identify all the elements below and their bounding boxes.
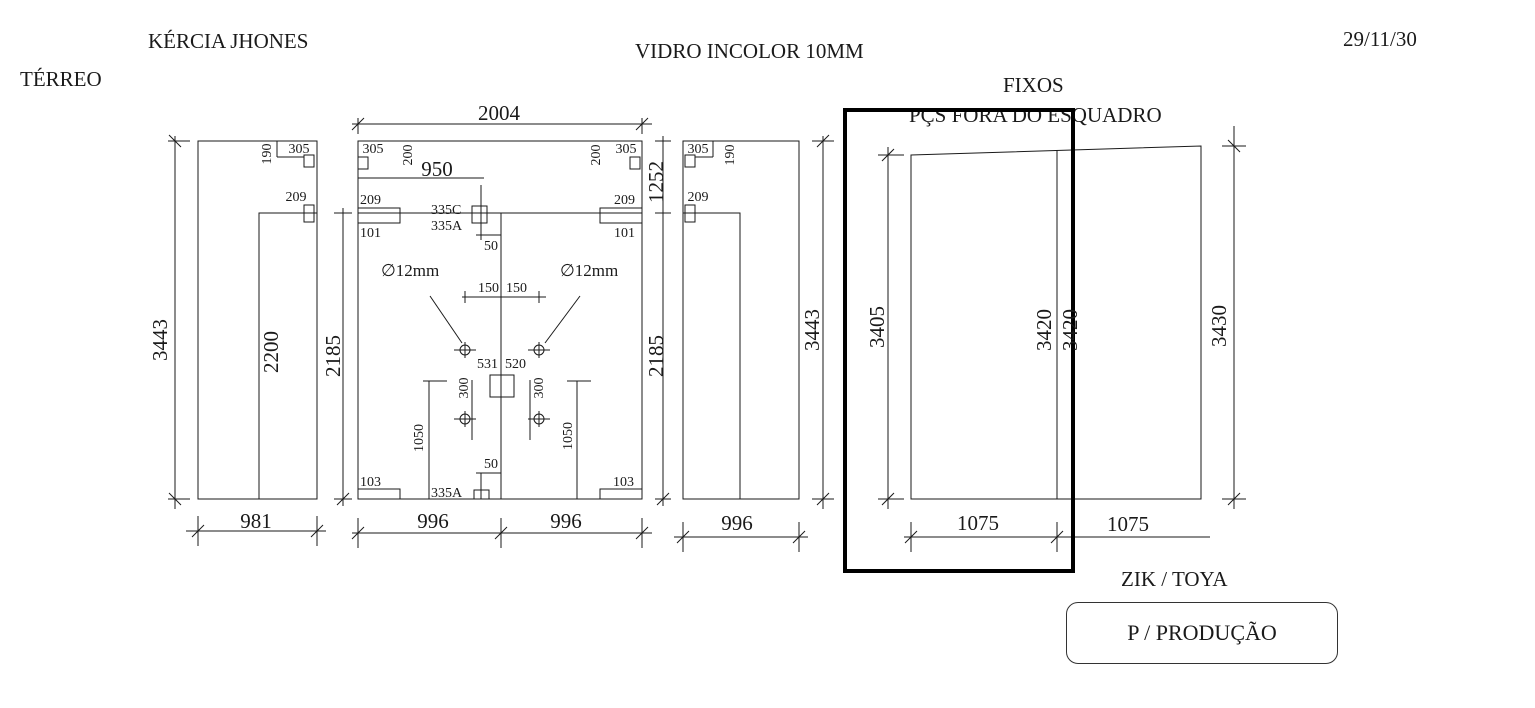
fixed-label: FIXOS [1003,73,1064,97]
out-of-square-note: PÇS FORA DO ESQUADRO [909,103,1162,127]
p2-hinge-right-top: 209 [614,193,635,208]
p2-spacing-left: 150 [478,281,499,296]
p2-bottom-left: 103 [360,475,381,490]
p2-height: 2185 [321,335,345,377]
p2-offset-top: 950 [421,157,453,181]
fixed-left-height-right: 3420 [1032,309,1056,351]
panel-2-outline [357,140,643,500]
p2-spacing-right: 150 [506,281,527,296]
panel-1-outline [197,140,318,500]
highlight-frame [843,108,1075,573]
p2-hinge-left-top: 209 [360,193,381,208]
p2-diameter-left: ∅12mm [381,261,439,280]
p1-width: 981 [240,509,272,533]
p3-height: 3443 [800,309,824,351]
p2-vert-right: 300 [532,378,547,399]
p2-lock-top-off: 50 [484,239,498,254]
team-label: ZIK / TOYA [1121,567,1228,591]
p2-handle-left: 1050 [412,424,427,452]
material-label: VIDRO INCOLOR 10MM [635,39,864,63]
p2-hole-tl-h: 200 [401,145,416,166]
p3-width: 996 [721,511,753,535]
date-label: 29/11/30 [1343,27,1417,51]
p2-vert-left: 300 [457,378,472,399]
floor-label: TÉRREO [20,67,102,91]
p2-height-right: 2185 [644,335,668,377]
p3-hole-w: 305 [688,142,709,157]
fixed-right-height-left: 3420 [1058,309,1082,351]
p1-hole-h: 190 [260,144,275,165]
p2-lock-bottom-off: 50 [484,457,498,472]
panel-1-dimension-lines [168,134,326,546]
p1-door-height: 2200 [259,331,283,373]
p2-half-width-right: 996 [550,509,582,533]
p2-lock-bottom-a: 335A [431,486,463,501]
p2-hinge-right-bottom: 101 [614,226,635,241]
p1-hole-w: 305 [289,142,310,157]
fixed-right-width: 1075 [1107,512,1149,536]
client-name: KÉRCIA JHONES [148,29,309,53]
production-stamp-text: P / PRODUÇÃO [1127,620,1277,645]
p3-hole-h: 190 [723,145,738,166]
p1-hinge-y: 209 [286,190,307,205]
p2-handle-right: 1050 [561,422,576,450]
panel-3-dimension-lines [674,134,834,552]
p2-center-left: 531 [477,357,498,372]
p2-diameter-right: ∅12mm [560,261,618,280]
panel-2-dimension-lines [334,117,671,548]
p2-top-right-h: 1252 [644,161,668,203]
fixed-left-width: 1075 [957,511,999,535]
fixed-panels-outline [910,145,1202,500]
p1-height: 3443 [148,319,172,361]
production-stamp: P / PRODUÇÃO [1066,602,1338,664]
p2-width: 2004 [478,101,521,125]
panel-2-hole-marks [423,185,591,499]
p2-center-right: 520 [505,357,526,372]
p2-half-width-left: 996 [417,509,449,533]
p2-hinge-left-bottom: 101 [360,226,381,241]
p2-hole-tr-w: 305 [616,142,637,157]
p2-lock-top-c: 335C [431,203,461,218]
p2-bottom-right: 103 [613,475,634,490]
fixed-left-height-left: 3405 [865,306,889,348]
panel-3-outline [682,140,800,500]
p2-hole-tl-w: 305 [363,142,384,157]
p3-hinge-y: 209 [688,190,709,205]
p2-hole-tr-h: 200 [589,145,604,166]
fixed-right-height-right: 3430 [1207,305,1231,347]
fixed-panels-dimension-lines [878,126,1246,552]
p2-lock-top-a: 335A [431,219,463,234]
